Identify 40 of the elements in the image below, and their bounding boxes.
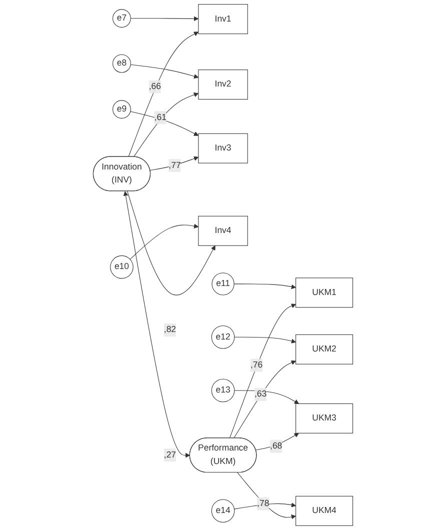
arrow	[130, 64, 199, 79]
node-circle: e13	[211, 378, 235, 402]
edge-label: ,63	[254, 390, 267, 399]
node-box: UKM1	[296, 278, 354, 308]
node-circle: e7	[112, 9, 131, 28]
arrow	[234, 360, 296, 438]
edge-label: ,66	[148, 82, 161, 92]
node-circle: e9	[112, 100, 131, 119]
node-circle: e12	[211, 326, 235, 349]
arrow	[130, 111, 199, 136]
arrow	[229, 304, 296, 438]
node-box: UKM3	[296, 403, 354, 434]
arrow	[127, 190, 216, 296]
node-box: UKM4	[296, 496, 354, 526]
edge-label: ,61	[154, 112, 166, 122]
node-circle: e14	[211, 499, 235, 523]
arrow	[130, 224, 199, 260]
arrow	[234, 502, 296, 510]
edge-label: ,76	[250, 360, 263, 370]
node-box: Inv1	[198, 4, 248, 34]
arrow	[134, 92, 199, 158]
node-box: Inv4	[198, 216, 248, 246]
arrow	[234, 284, 296, 290]
arrow	[128, 32, 199, 158]
edge-label: ,68	[270, 441, 282, 451]
edge-label: ,77	[168, 160, 181, 170]
arrow	[234, 336, 296, 344]
node-box: UKM2	[296, 334, 354, 364]
node-box: Inv3	[198, 133, 248, 164]
node-box: Inv2	[198, 70, 248, 100]
edge-label: ,78	[257, 498, 270, 508]
arrow	[130, 16, 199, 22]
node-circle: e8	[112, 54, 131, 73]
arrow	[150, 156, 199, 170]
node-circle: e11	[212, 272, 234, 296]
arrow	[123, 191, 190, 458]
arrow	[237, 472, 296, 520]
node-circle: e10	[110, 255, 134, 279]
edge-label: ,27	[164, 450, 176, 460]
edge-label: ,82	[164, 325, 176, 334]
